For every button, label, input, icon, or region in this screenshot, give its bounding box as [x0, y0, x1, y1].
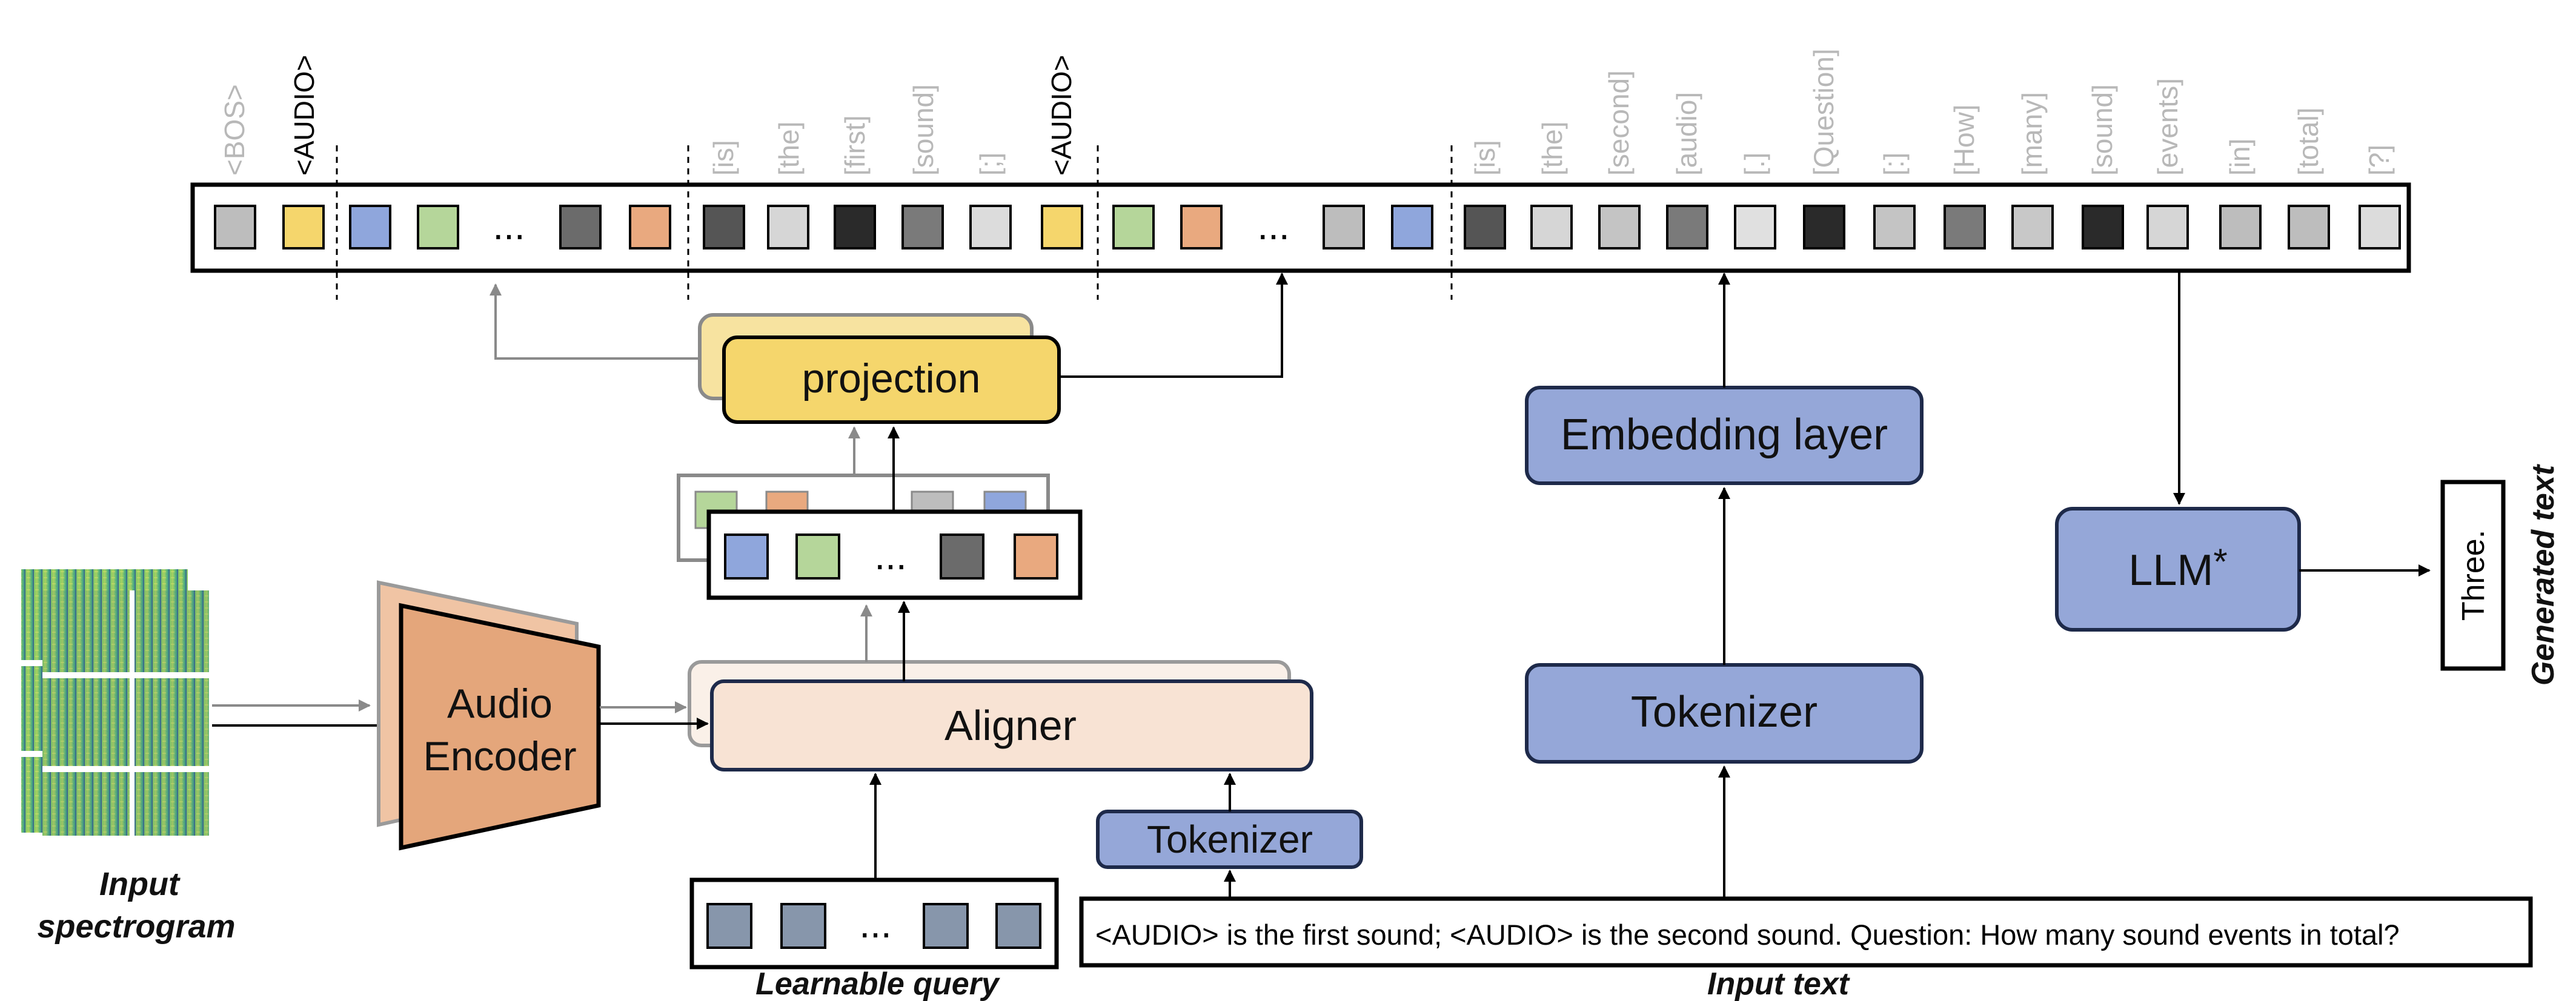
ellipsis-audio-2: ...	[1257, 204, 1289, 248]
input-text-content: <AUDIO> is the first sound; <AUDIO> is t…	[1095, 919, 2400, 951]
token-label: [the]	[773, 121, 805, 176]
token-label: [Question]	[1808, 48, 1839, 176]
ellipsis-query-output: ...	[874, 534, 906, 578]
token-label: [first]	[839, 115, 871, 176]
token-square-text	[2288, 205, 2330, 249]
token-label-audio-1: <AUDIO>	[288, 55, 320, 176]
token-labels: <BOS> <AUDIO> [is] [the] [first] [sound]…	[219, 48, 2395, 176]
token-square-audio-emb	[629, 205, 671, 249]
token-label: [many]	[2016, 92, 2048, 176]
token-square-text	[1666, 205, 1708, 249]
query-output-token	[940, 534, 984, 580]
token-label: [the]	[1536, 121, 1568, 176]
token-square-text	[1598, 205, 1641, 249]
token-label: [How]	[1948, 104, 1980, 176]
projection-to-audio1-arrow	[490, 283, 700, 360]
input-spectrogram-caption-line2: spectrogram	[37, 908, 235, 945]
audio-encoder-label-line1: Audio	[447, 681, 553, 727]
learnable-query-token	[923, 903, 969, 949]
projection-label: projection	[802, 355, 981, 401]
aligner-label: Aligner	[944, 702, 1077, 749]
audio-encoder-box	[399, 603, 601, 851]
token-square-audio-2	[1041, 205, 1083, 249]
ellipsis-learnable-query: ...	[859, 902, 891, 946]
token-square-bos	[214, 205, 256, 249]
learnable-query-token	[995, 903, 1041, 949]
query-output-token	[1014, 534, 1058, 580]
token-label: [second]	[1603, 70, 1635, 176]
embedding-layer-label: Embedding layer	[1561, 411, 1888, 459]
token-square-text	[2082, 205, 2124, 249]
generated-output-text: Three.	[2456, 530, 2491, 621]
tokenizer-main-label: Tokenizer	[1631, 688, 1817, 736]
input-text-caption: Input text	[1707, 966, 1851, 1001]
learnable-query-token	[780, 903, 826, 949]
generated-output-box	[2440, 480, 2506, 671]
aligner-box	[710, 679, 1313, 771]
query-output-token	[795, 534, 840, 580]
token-square-text	[901, 205, 944, 249]
input-spectrogram-image	[21, 569, 209, 836]
learnable-query-token	[706, 903, 752, 949]
projection-to-audio2-arrow	[1059, 273, 1288, 378]
token-square-audio-1	[282, 205, 325, 249]
token-label-audio-2: <AUDIO>	[1046, 55, 1077, 176]
token-square-text	[2219, 205, 2262, 249]
token-square-text	[1944, 205, 1986, 249]
token-square-text	[2011, 205, 2054, 249]
token-square-audio-emb	[1391, 205, 1433, 249]
token-square-audio-emb	[417, 205, 459, 249]
segment-separators	[336, 145, 1453, 300]
audio-encoder-label-line2: Encoder	[423, 733, 576, 779]
token-label: [:]	[1878, 153, 1910, 176]
input-text-box	[1079, 896, 2533, 968]
ellipsis-audio-1: ...	[493, 204, 525, 248]
token-label: [is]	[708, 140, 739, 176]
token-square-text	[703, 205, 745, 249]
token-square-audio-emb	[1112, 205, 1155, 249]
token-label: [audio]	[1671, 92, 1702, 176]
query-output-token	[724, 534, 769, 580]
token-square-audio-emb	[1180, 205, 1223, 249]
token-square-audio-emb	[349, 205, 391, 249]
generated-text-caption: Generated text	[2526, 463, 2561, 686]
token-squares	[214, 205, 2401, 249]
token-label-bos: <BOS>	[219, 84, 250, 176]
input-spectrogram-caption-line1: Input	[99, 866, 181, 902]
token-square-text	[969, 205, 1012, 249]
token-label: [.]	[1739, 153, 1770, 176]
token-label: [?]	[2363, 145, 2395, 176]
token-label: [in]	[2224, 139, 2256, 176]
token-label: [total]	[2292, 107, 2324, 176]
token-square-text	[2359, 205, 2401, 249]
token-square-text	[2146, 205, 2189, 249]
token-label: [sound]	[908, 84, 939, 176]
learnable-query-caption: Learnable query	[755, 966, 1001, 1001]
token-square-text	[767, 205, 809, 249]
token-label: [is]	[1469, 140, 1501, 176]
token-label: [sound]	[2086, 84, 2118, 176]
token-square-text	[1734, 205, 1776, 249]
token-label: [;]	[974, 153, 1006, 176]
token-square-audio-emb	[1323, 205, 1365, 249]
token-square-text	[1803, 205, 1845, 249]
token-square-audio-emb	[559, 205, 602, 249]
token-sequence-bar	[190, 182, 2411, 273]
token-square-text	[834, 205, 876, 249]
tokenizer-small-label: Tokenizer	[1147, 818, 1313, 861]
token-label: [events]	[2152, 78, 2183, 176]
token-square-text	[1530, 205, 1573, 249]
llm-label: LLM*	[2128, 541, 2227, 595]
token-square-text	[1464, 205, 1506, 249]
projection-box	[722, 335, 1061, 424]
token-square-text	[1873, 205, 1916, 249]
